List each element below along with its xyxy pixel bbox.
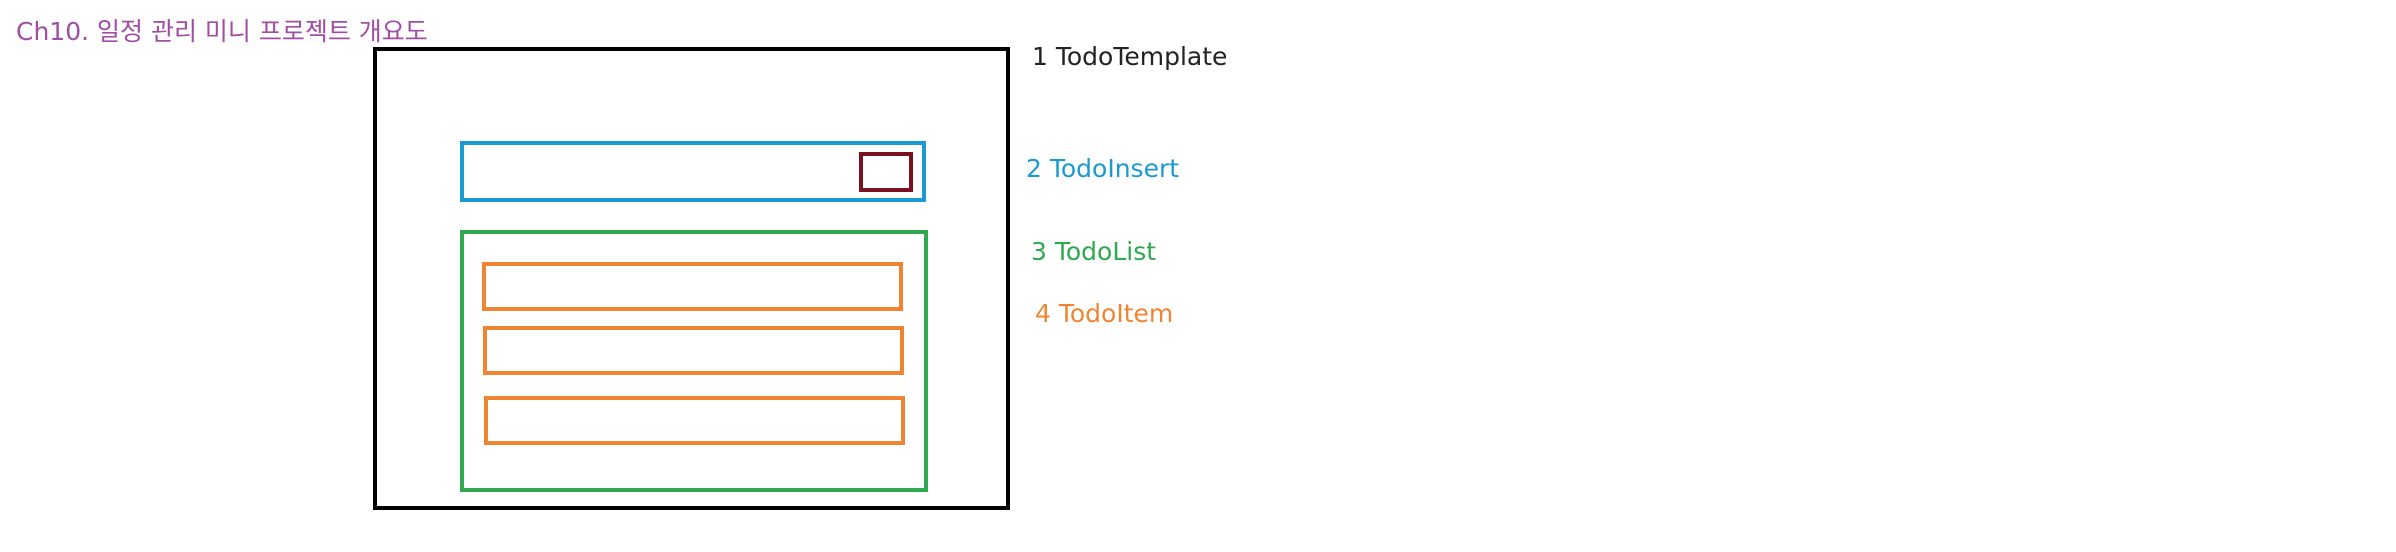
todo-list-label: 3 TodoList	[1031, 237, 1157, 266]
diagram-title: Ch10. 일정 관리 미니 프로젝트 개요도	[16, 17, 428, 46]
todo-item-box	[483, 326, 904, 375]
todo-template-box	[373, 47, 1010, 510]
todo-template-label: 1 TodoTemplate	[1032, 42, 1228, 71]
todo-insert-button-box	[859, 152, 913, 192]
todo-insert-box	[460, 141, 926, 202]
todo-list-box	[460, 230, 928, 492]
todo-item-box	[484, 396, 905, 445]
todo-item-label: 4 TodoItem	[1035, 299, 1174, 328]
todo-item-box	[482, 262, 903, 311]
todo-insert-label: 2 TodoInsert	[1026, 154, 1180, 183]
